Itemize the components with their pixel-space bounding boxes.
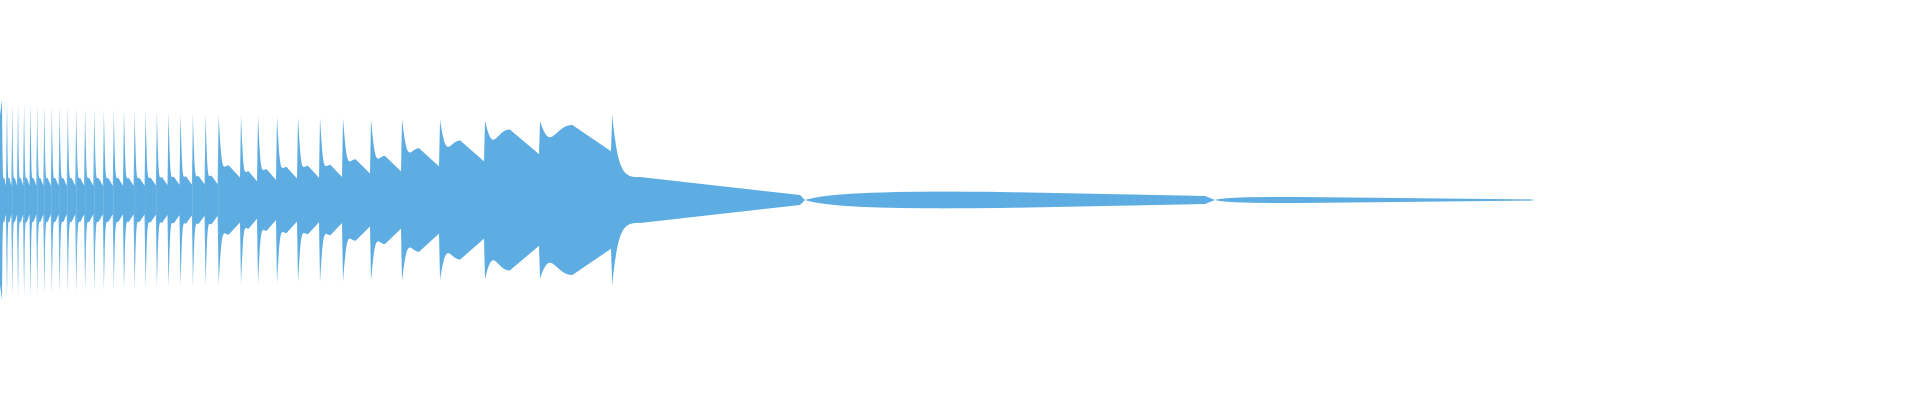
waveform-lobe xyxy=(156,111,169,289)
waveform-lobe xyxy=(51,104,60,296)
waveform-lobe xyxy=(258,115,277,285)
waveform-lobe xyxy=(241,115,258,285)
waveform-lobe xyxy=(612,114,805,286)
waveform-lobe xyxy=(37,103,45,297)
waveform-lobe xyxy=(59,105,68,295)
waveform-lobe xyxy=(67,106,77,294)
waveform-lobe xyxy=(298,116,320,284)
waveform-lobe xyxy=(485,120,540,280)
waveform-lobe xyxy=(18,101,25,299)
waveform-lobe xyxy=(30,103,38,297)
waveform-lobe xyxy=(94,107,104,293)
waveform-shape-group xyxy=(0,100,1535,300)
waveform-lobe xyxy=(134,110,146,290)
waveform-lobe xyxy=(24,102,31,298)
waveform-lobe xyxy=(277,116,298,284)
waveform-lobe xyxy=(76,106,86,294)
waveform-lobe xyxy=(113,109,124,291)
waveform-lobe xyxy=(0,100,2,300)
waveform-lobe xyxy=(168,112,181,288)
waveform-tail xyxy=(805,191,1215,209)
waveform-lobe xyxy=(44,104,52,296)
waveform-lobe xyxy=(402,119,440,281)
waveform-tail xyxy=(1215,197,1535,203)
waveform-lobe xyxy=(320,117,343,283)
waveform-lobe xyxy=(7,100,13,300)
waveform-lobe xyxy=(85,107,95,293)
waveform-lobe xyxy=(343,118,371,282)
waveform-lobe xyxy=(2,100,7,300)
waveform-lobe xyxy=(124,109,135,291)
waveform-lobe xyxy=(145,110,157,290)
waveform-lobe xyxy=(192,113,206,287)
waveform-lobe xyxy=(540,121,612,279)
waveform-lobe xyxy=(371,118,402,282)
waveform-lobe xyxy=(440,119,485,281)
waveform-lobe xyxy=(12,101,19,299)
waveform-lobe xyxy=(205,113,219,287)
waveform-lobe xyxy=(180,112,193,288)
waveform-lobe xyxy=(103,108,114,292)
waveform-lobe xyxy=(218,114,241,286)
